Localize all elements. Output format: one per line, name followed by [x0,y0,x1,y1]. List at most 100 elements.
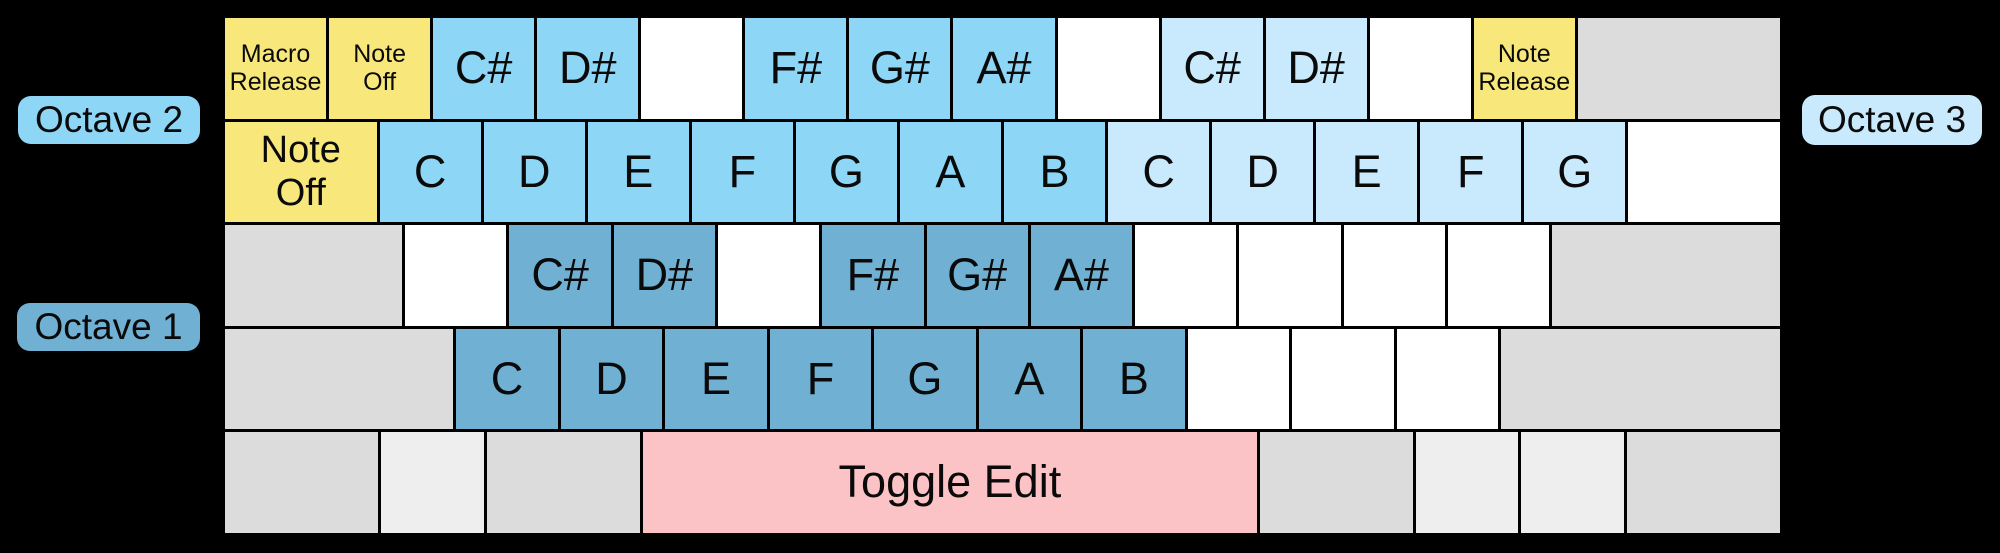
key-note-fsharp-oct2[interactable]: F# [745,18,847,119]
key-note-d-oct1-text: D [595,352,628,404]
key-note-a-oct2[interactable]: A [899,121,1001,223]
key-blank [1343,225,1445,326]
key-note-csharp-oct1[interactable]: C# [509,225,611,326]
key-blank-enter [1552,225,1780,326]
key-blank [405,225,507,326]
key-blank-lctrl [225,432,379,533]
key-note-e-oct3[interactable]: E [1316,121,1418,223]
key-blank [1396,328,1498,430]
key-note-dsharp-oct1[interactable]: D# [613,225,716,326]
key-note-f-oct1-text: F [806,352,835,404]
key-blank-lshift [225,328,454,430]
key-note-g-oct1[interactable]: G [874,328,976,430]
key-note-asharp-oct2[interactable]: A# [953,18,1055,119]
key-note-e-oct1[interactable]: E [665,328,767,430]
key-note-asharp-oct1-text: A# [1053,249,1109,301]
key-note-f-oct1[interactable]: F [769,328,872,430]
key-note-b-oct2[interactable]: B [1003,121,1106,223]
key-note-a-oct1-text: A [1014,352,1045,404]
key-note-a-oct1[interactable]: A [978,328,1081,430]
key-blank-lwin [381,432,484,533]
key-note-b-oct1-text: B [1118,352,1149,404]
key-note-csharp-oct2-text: C# [454,42,513,94]
key-note-d-oct1[interactable]: D [560,328,663,430]
key-blank [718,225,820,326]
key-note-g-oct1-text: G [907,352,943,404]
key-blank-ralt [1259,432,1414,533]
key-note-g-oct3[interactable]: G [1524,121,1626,223]
key-note-fsharp-oct1-text: F# [846,249,900,301]
key-note-f-oct2-text: F [728,145,757,197]
key-note-dsharp-oct2[interactable]: D# [537,18,639,119]
key-note-asharp-oct2-text: A# [976,42,1032,94]
key-note-e-oct2-text: E [623,145,654,197]
key-toggle-edit-text: Toggle Edit [838,456,1062,508]
key-note-b-oct1[interactable]: B [1083,328,1185,430]
octave-3-label: Octave 3 [1802,95,1982,145]
key-note-gsharp-oct2-text: G# [869,42,930,94]
key-note-b-oct2-text: B [1039,145,1070,197]
key-blank [1187,328,1290,430]
key-note-fsharp-oct1[interactable]: F# [822,225,924,326]
key-note-d-oct2[interactable]: D [483,121,585,223]
key-note-dsharp-oct3[interactable]: D# [1265,18,1367,119]
key-note-d-oct3[interactable]: D [1212,121,1314,223]
key-note-c-oct1[interactable]: C [456,328,558,430]
key-note-c-oct2-text: C [413,145,447,197]
key-blank-rshift [1500,328,1781,430]
key-note-c-oct2[interactable]: C [379,121,481,223]
key-blank [1628,121,1780,223]
key-blank [1369,18,1471,119]
key-note-g-oct2[interactable]: G [795,121,897,223]
key-note-dsharp-oct3-text: D# [1287,42,1345,94]
key-note-gsharp-oct1-text: G# [947,249,1008,301]
key-note-dsharp-oct2-text: D# [558,42,617,94]
key-note-e-oct3-text: E [1351,145,1382,197]
key-note-g-oct3-text: G [1557,145,1593,197]
key-blank-rctrl [1626,432,1781,533]
key-blank-rwin [1416,432,1519,533]
keyboard-row: C# D# F# G# A# [225,225,1780,326]
key-note-e-oct2[interactable]: E [587,121,689,223]
key-note-gsharp-oct2[interactable]: G# [849,18,951,119]
key-note-f-oct3-text: F [1457,145,1485,197]
key-blank [1292,328,1394,430]
key-blank [641,18,743,119]
key-note-asharp-oct1[interactable]: A# [1030,225,1133,326]
key-note-a-oct2-text: A [935,145,966,197]
key-note-d-oct2-text: D [517,145,551,197]
key-note-csharp-oct3[interactable]: C# [1161,18,1263,119]
key-note-fsharp-oct2-text: F# [769,42,823,94]
key-note-e-oct1-text: E [700,352,731,404]
key-note-gsharp-oct1[interactable]: G# [926,225,1028,326]
key-blank [1135,225,1237,326]
key-note-c-oct1-text: C [490,352,524,404]
key-toggle-edit[interactable]: Toggle Edit [643,432,1257,533]
key-blank-menu [1521,432,1624,533]
key-note-csharp-oct1-text: C# [531,249,589,301]
key-blank-backspace [1577,18,1780,119]
key-blank [1239,225,1341,326]
key-blank-caps [225,225,403,326]
key-note-f-oct2[interactable]: F [691,121,793,223]
key-note-csharp-oct2[interactable]: C# [433,18,535,119]
key-note-c-oct3[interactable]: C [1108,121,1210,223]
octave-1-label: Octave 1 [17,303,200,351]
key-note-csharp-oct3-text: C# [1183,42,1241,94]
key-blank [1057,18,1159,119]
key-note-c-oct3-text: C [1142,145,1175,197]
keyboard-row: Toggle Edit [225,432,1781,533]
key-note-f-oct3[interactable]: F [1420,121,1522,223]
